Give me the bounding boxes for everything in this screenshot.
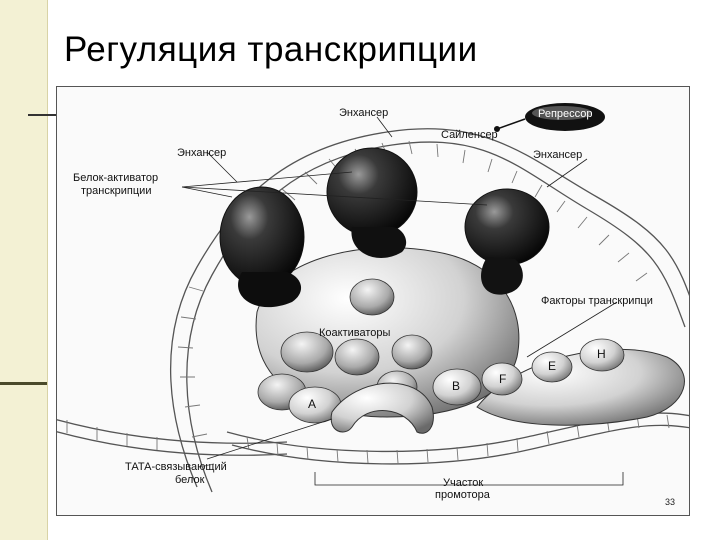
tata-binding-protein [330,382,434,434]
label-coactivators: Коактиваторы [319,327,391,339]
slide-sidebar [0,0,48,540]
page-number: 33 [665,497,676,507]
factor-e-label: E [548,359,557,373]
label-repressor: Репрессор [538,108,593,120]
label-enhancer-left: Энхансер [177,147,227,159]
label-activator-1: Белок-активатор [73,172,159,184]
leader-lines [181,116,624,486]
activator-proteins [219,147,550,308]
factor-a-label: A [308,397,317,411]
factor-h-label: H [597,347,606,361]
label-tata-1: ТАТА-связывающий [125,461,227,473]
factor-b-label: B [452,379,461,393]
label-factors: Факторы транскрипци [541,295,653,307]
label-enhancer-right: Энхансер [533,149,583,161]
diagram-graphic [57,103,689,493]
label-silencer: Сайленсер [441,129,498,141]
repressor-shape [494,103,605,132]
label-activator-2: транскрипции [81,185,152,197]
label-enhancer-top: Энхансер [339,107,389,119]
sidebar-rule [0,382,47,385]
label-promoter-1: Участок [443,477,484,489]
general-factors [288,338,625,424]
factor-f-label: F [499,372,507,386]
dna-helix [57,128,689,493]
title-rule [28,114,56,116]
label-tata-2: белок [175,474,205,486]
label-promoter-2: промотора [435,489,490,501]
transcription-diagram: Энхансер Сайленсер Репрессор Энхансер Эн… [56,86,690,516]
slide-title: Регуляция транскрипции [64,30,478,69]
coactivator-spheres [257,278,433,411]
